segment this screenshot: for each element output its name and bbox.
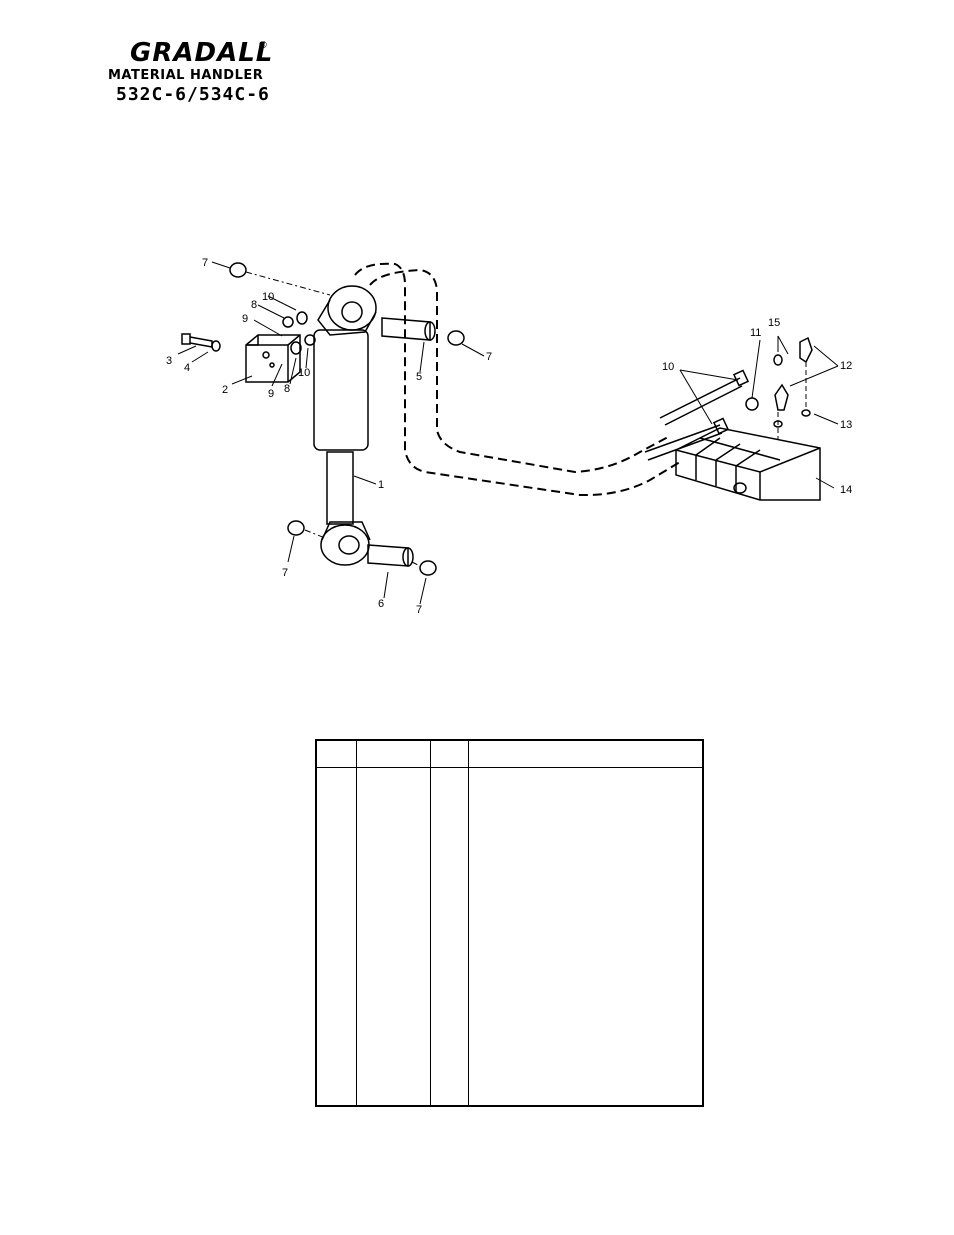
column-header-quantity xyxy=(429,740,469,768)
snap-ring xyxy=(419,560,437,576)
callout-number: 1 xyxy=(378,479,384,491)
hose-line-outer xyxy=(354,262,681,497)
callout-number: 7 xyxy=(486,351,492,363)
column-header-item xyxy=(315,740,357,768)
cylinder-top-eye xyxy=(327,285,377,331)
elbow-fitting xyxy=(745,397,759,411)
callout-number: 14 xyxy=(840,484,852,496)
snap-ring xyxy=(447,330,465,346)
cylinder-bottom-eye xyxy=(320,524,370,566)
lower-pin xyxy=(367,544,414,567)
callout-number: 4 xyxy=(184,362,190,374)
callout-number: 10 xyxy=(262,291,274,303)
fitting xyxy=(282,316,294,328)
snap-ring xyxy=(229,262,247,278)
table-row xyxy=(315,767,704,1106)
column-header-part-number xyxy=(355,740,431,768)
callout-number: 8 xyxy=(251,299,257,311)
valve-block xyxy=(245,334,301,383)
table-cell xyxy=(429,767,469,1106)
parts-list-table xyxy=(315,739,704,1107)
cylinder-barrel xyxy=(313,329,369,451)
hose-upper xyxy=(659,377,741,419)
washer xyxy=(211,340,221,352)
callout-number: 7 xyxy=(282,567,288,579)
callout-number: 9 xyxy=(242,313,248,325)
callout-number: 7 xyxy=(202,257,208,269)
callout-number: 3 xyxy=(166,355,172,367)
callout-number: 12 xyxy=(840,360,852,372)
control-valve-bank xyxy=(675,427,821,501)
callout-number: 15 xyxy=(768,317,780,329)
snap-ring xyxy=(287,520,305,536)
callout-number: 7 xyxy=(416,604,422,616)
table-header-row xyxy=(315,740,704,768)
callout-number: 8 xyxy=(284,383,290,395)
bolt xyxy=(181,333,213,348)
registered-mark: ® xyxy=(258,40,268,51)
callout-number: 2 xyxy=(222,384,228,396)
hose-lower xyxy=(644,424,721,453)
callout-number: 11 xyxy=(750,327,761,339)
fitting xyxy=(296,311,308,325)
callout-number: 13 xyxy=(840,419,852,431)
callout-number: 9 xyxy=(268,388,274,400)
fitting xyxy=(290,341,302,355)
callout-number: 10 xyxy=(662,361,674,373)
table-cell xyxy=(315,767,357,1106)
callout-number: 6 xyxy=(378,598,384,610)
model-numbers: 532C-6/534C-6 xyxy=(116,84,270,105)
table-cell xyxy=(355,767,431,1106)
callout-number: 10 xyxy=(298,367,310,379)
hose-line-inner xyxy=(369,268,671,474)
fitting xyxy=(304,334,316,346)
cylinder-rod xyxy=(326,451,354,525)
upper-pin xyxy=(381,317,436,341)
column-header-description xyxy=(467,740,704,768)
brand-logo: GRADALL xyxy=(130,38,274,68)
callout-number: 5 xyxy=(416,371,422,383)
table-cell xyxy=(467,767,704,1106)
product-subtitle: MATERIAL HANDLER xyxy=(108,68,264,83)
